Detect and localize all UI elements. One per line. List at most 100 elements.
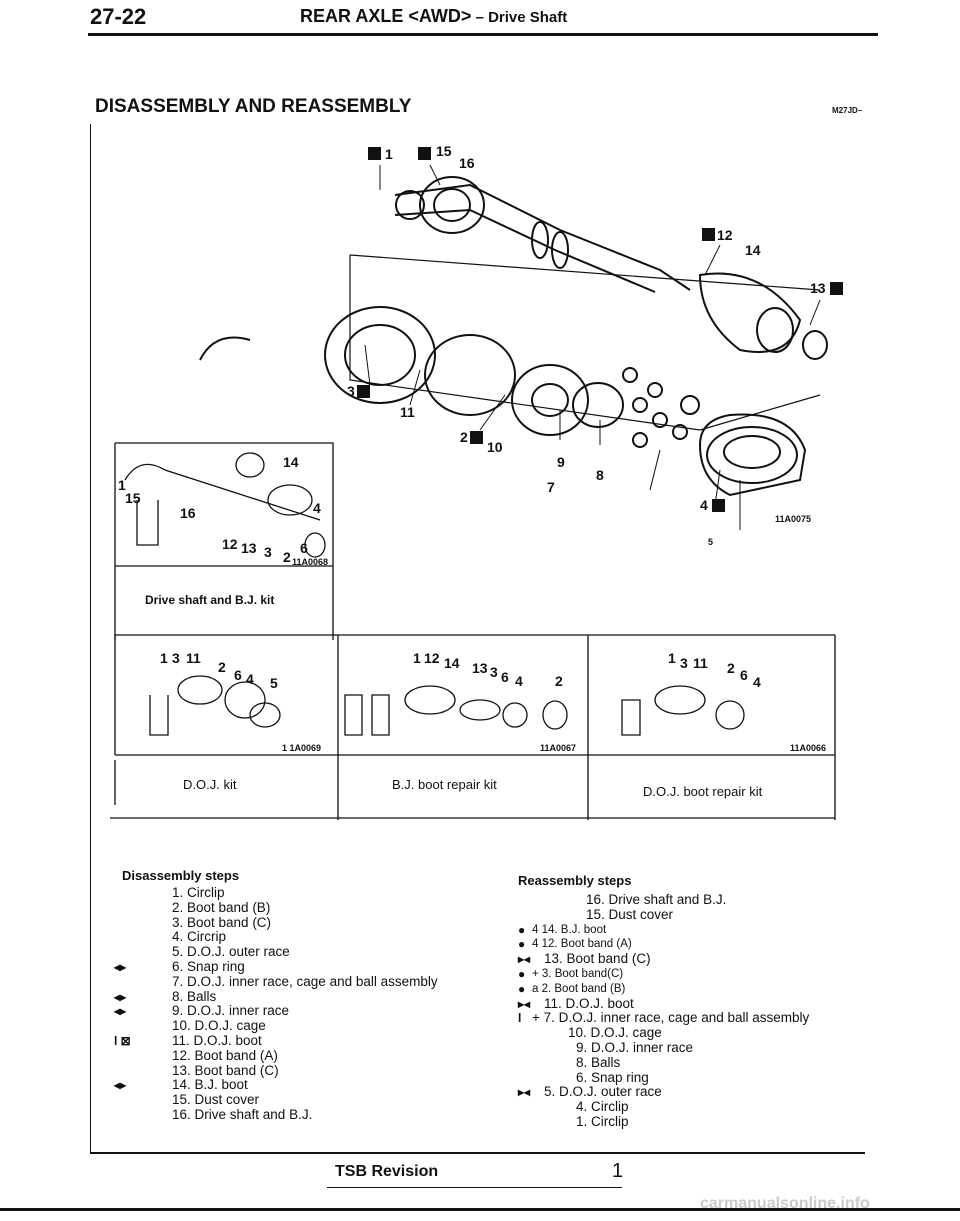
inset-callout-6: 6 [300,540,308,556]
step-text: 9. D.O.J. inner race [172,1003,290,1019]
header-dash: – [471,9,489,26]
step-text: + 3. Boot band(C) [532,967,624,980]
disassembly-step: ◂▸6. Snap ring [114,959,438,975]
step-text: 4 14. B.J. boot [532,923,607,936]
inset-callout-12: 12 [222,536,238,552]
step-mark: ▸◂ [518,952,531,967]
step-text: 13. Boot band (C) [544,951,651,967]
reassembly-step: ▸◂ 11. D.O.J. boot [518,995,809,1012]
step-text: 16. Drive shaft and B.J. [172,1106,313,1122]
kitM-callout-13: 13 [472,660,488,676]
reassembly-step: 8. Balls [518,1054,809,1071]
step-mark [518,1071,576,1086]
disassembly-step: 13. Boot band (C) [114,1062,438,1079]
step-text: 7. D.O.J. inner race, cage and ball asse… [172,973,438,989]
inset-caption: Drive shaft and B.J. kit [145,593,274,607]
callout-8: 8 [596,467,604,483]
disassembly-step: 16. Drive shaft and B.J. [114,1106,438,1123]
step-mark [518,1100,576,1115]
callout-16: 16 [459,155,475,171]
disassembly-steps-list: 1. Circlip 2. Boot band (B) 3. Boot band… [114,885,438,1123]
inset-callout-16: 16 [180,505,196,521]
section-title: DISASSEMBLY AND REASSEMBLY [95,96,412,117]
step-mark: l ⊠ [114,1033,131,1048]
step-mark [114,945,172,960]
step-mark [518,908,586,923]
step-text: 2. Boot band (B) [172,899,271,915]
step-text: 3. Boot band (C) [172,914,272,930]
reassembly-step: l+ 7. D.O.J. inner race, cage and ball a… [518,1011,809,1026]
inset-callout-2: 2 [283,549,291,565]
callout-13: 13 [810,280,826,296]
step-mark [518,893,586,908]
inset-callout-4: 4 [313,500,321,516]
step-text: 13. Boot band (C) [172,1062,279,1078]
disassembly-step: 3. Boot band (C) [114,914,438,931]
callout-14: 14 [745,242,761,258]
step-mark [114,1108,172,1123]
kitM-callout-12: 12 [424,650,440,666]
callout-10: 10 [487,439,503,455]
step-text: 4. Circlip [576,1099,629,1115]
step-text: 5. D.O.J. outer race [544,1084,662,1100]
step-text: 16. Drive shaft and B.J. [586,892,727,907]
step-mark [114,886,172,901]
disassembly-step: 2. Boot band (B) [114,899,438,916]
kitM-callout-14: 14 [444,655,460,671]
page-number: 27-22 [90,4,147,29]
header-rule [88,33,878,36]
reassembly-step: ● + 3. Boot band(C) [518,967,809,982]
reassembly-step: 9. D.O.J. inner race [518,1039,809,1056]
page-header-title: REAR AXLE <AWD> – Drive Shaft [300,6,567,27]
kitL-callout-1: 1 [160,650,168,666]
tsb-revision-mark: 1 [612,1160,624,1182]
step-mark: ▸◂ [518,996,531,1011]
step-text: 4 12. Boot band (A) [532,938,632,951]
kitL-figure-id: 1 1A0069 [282,743,321,753]
kitR-callout-6: 6 [740,667,748,683]
step-text: 10. D.O.J. cage [568,1025,662,1041]
step-text: 11. D.O.J. boot [544,995,634,1011]
step-text: 14. B.J. boot [172,1077,248,1093]
disassembly-step: 1. Circlip [114,885,438,901]
step-mark [114,975,172,990]
exploded-view-figure: 1 15 16 12 14 13 3 11 2 10 9 8 7 4 5 11A… [110,143,843,820]
section-code: M27JD– [832,106,863,115]
reassembly-step: ●4 14. B.J. boot [518,923,809,938]
kitL-callout-6: 6 [234,667,242,683]
reassembly-step: 1. Circlip [518,1114,809,1130]
reassembly-step: ▸◂5. D.O.J. outer race [518,1085,809,1100]
reassembly-step: ●a 2. Boot band (B) [518,982,809,997]
drive-shaft-drawing [199,176,828,497]
inset-callout-3: 3 [264,544,272,560]
kitM-callout-2: 2 [555,673,563,689]
reassembly-step: 16. Drive shaft and B.J. [518,892,809,908]
kitL-callout-3: 3 [172,650,180,666]
callout-3: 3 [347,383,355,399]
disassembly-step: l ⊠11. D.O.J. boot [114,1033,438,1049]
main-figure-id: 11A0075 [775,514,811,524]
step-mark [114,1093,172,1108]
step-text: 6. Snap ring [576,1069,649,1085]
kitR-callout-11: 11 [693,655,708,671]
callout-2: 2 [460,429,468,445]
watermark: carmanualsonline.info [700,1195,870,1212]
step-mark [114,1049,172,1064]
kitM-callout-4: 4 [515,673,523,689]
callout-7: 7 [547,479,555,495]
step-mark: ◂▸ [114,959,127,974]
step-mark: ◂▸ [114,989,127,1004]
step-mark [518,1056,576,1071]
step-text: 8. Balls [172,988,217,1004]
step-text: 9. D.O.J. inner race [576,1039,694,1055]
header-title: REAR AXLE [300,6,404,26]
step-mark: ● [518,966,526,981]
callout-leaders [364,164,821,530]
inset-callout-15: 15 [125,490,141,506]
disassembly-step: 5. D.O.J. outer race [114,944,438,960]
step-mark [114,916,172,931]
reassembly-step: 15. Dust cover [518,907,809,923]
step-text: 8. Balls [576,1054,621,1070]
kit-label-doj-boot: D.O.J. boot repair kit [643,784,763,799]
reassembly-step: 4. Circlip [518,1099,809,1115]
